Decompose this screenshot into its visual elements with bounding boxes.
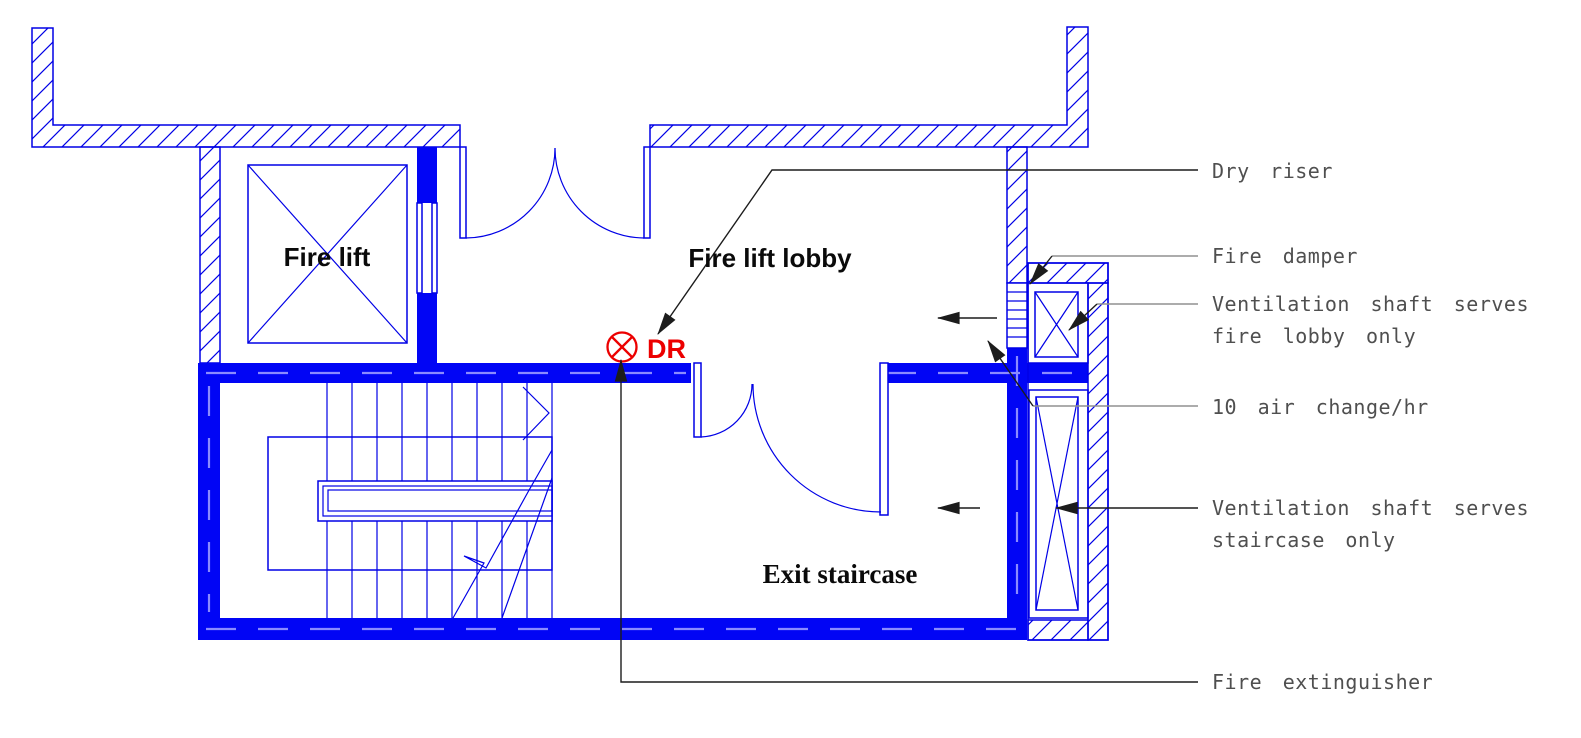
leader-air-change-arrow — [987, 340, 1034, 407]
leader-fire-damper-arrow — [1029, 255, 1053, 285]
leader-vent-lobby-arrow — [1068, 303, 1098, 331]
annotation-fire-extinguisher: Fire extinguisher — [1212, 670, 1433, 694]
lobby-double-door — [459, 146, 651, 239]
dry-riser-tag: DR — [647, 334, 686, 364]
vent-shaft-enclosure — [1027, 262, 1109, 641]
wall-hatched-top-right — [649, 26, 1089, 148]
annotation-fire-damper: Fire damper — [1212, 244, 1358, 268]
fire-lift-shaft — [247, 164, 408, 344]
wall-centerline-dashes — [206, 356, 1084, 631]
annotation-vent-stair-line2: staircase only — [1212, 528, 1396, 552]
wall-hatched-lobby-east — [1006, 146, 1028, 284]
leader-fire-extinguisher — [614, 358, 1198, 683]
enclosure-hatch-top — [1027, 262, 1109, 284]
vent-shaft-staircase — [1028, 389, 1089, 619]
enclosure-hatch-bottom — [1027, 619, 1089, 641]
wall-divider-lobby-stair — [198, 363, 691, 383]
fire-lift-door — [416, 202, 438, 294]
stair-break-line — [452, 449, 553, 619]
exit-staircase-label: Exit staircase — [763, 559, 918, 589]
wall-lift-door-lower — [417, 293, 437, 363]
wall-lift-door-upper — [417, 147, 437, 203]
annotation-vent-lobby-line1: Ventilation shaft serves — [1212, 292, 1529, 316]
dry-riser-symbol — [606, 331, 638, 363]
enclosure-hatch-right — [1087, 282, 1109, 641]
staircase-door — [693, 362, 889, 516]
wall-hatched-top-left — [31, 27, 461, 148]
leader-dry-riser — [657, 169, 1198, 335]
annotation-dry-riser: Dry riser — [1212, 159, 1333, 183]
wall-divider-right-segment — [880, 363, 1088, 383]
stair-direction-chevron — [522, 386, 550, 441]
annotation-vent-lobby-line2: fire lobby only — [1212, 324, 1416, 348]
stair-break-line-2 — [501, 477, 553, 619]
annotation-air-change: 10 air change/hr — [1212, 395, 1429, 419]
wall-stair-south — [198, 618, 1027, 640]
vent-shaft-lobby — [1027, 282, 1089, 364]
fire-lift-label: Fire lift — [284, 242, 371, 272]
fire-damper-grille — [1006, 282, 1028, 349]
fire-lift-lobby-label: Fire lift lobby — [688, 243, 852, 273]
wall-hatched-lift-west — [199, 146, 221, 364]
stair-handrail — [317, 480, 553, 522]
annotation-vent-stair-line1: Ventilation shaft serves — [1212, 496, 1529, 520]
